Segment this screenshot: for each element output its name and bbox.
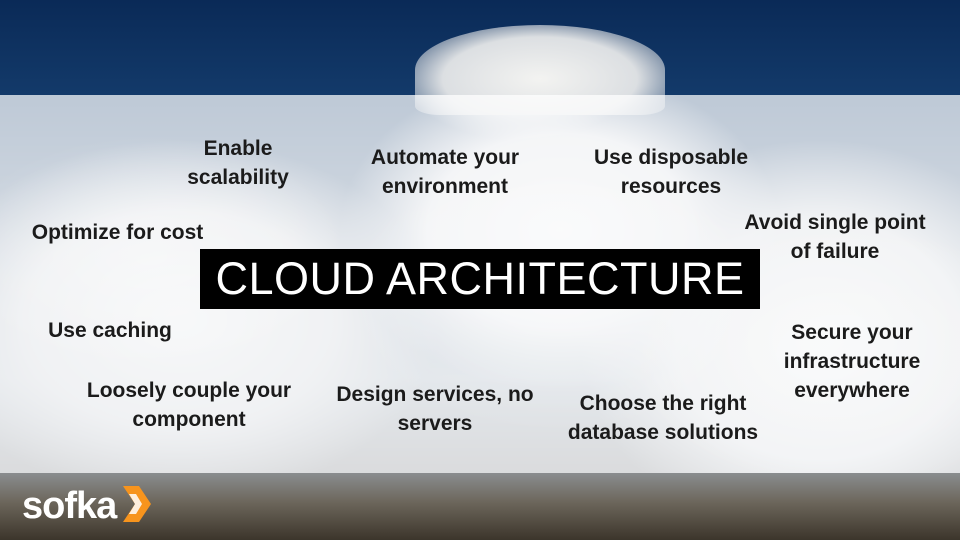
- chevron-right-icon: [119, 484, 153, 529]
- principle-loosely-couple: Loosely couple your component: [86, 379, 292, 431]
- sofka-logo: sofka: [22, 484, 153, 528]
- slide-title: CLOUD ARCHITECTURE: [200, 249, 760, 309]
- footer-band: [0, 473, 960, 540]
- principle-secure-infrastructure: Secure your infrastructure everywhere: [783, 321, 921, 402]
- principle-avoid-spof: Avoid single point of failure: [744, 211, 926, 263]
- logo-wordmark: sofka: [22, 485, 117, 527]
- principle-design-services: Design services, no servers: [336, 383, 534, 435]
- principle-disposable-resources: Use disposable resources: [593, 146, 749, 198]
- principle-automate-environment: Automate your environment: [370, 146, 520, 198]
- principle-enable-scalability: Enable scalability: [187, 137, 289, 189]
- principle-use-caching: Use caching: [48, 319, 172, 342]
- principle-right-database: Choose the right database solutions: [567, 392, 759, 444]
- principle-optimize-cost: Optimize for cost: [31, 221, 204, 244]
